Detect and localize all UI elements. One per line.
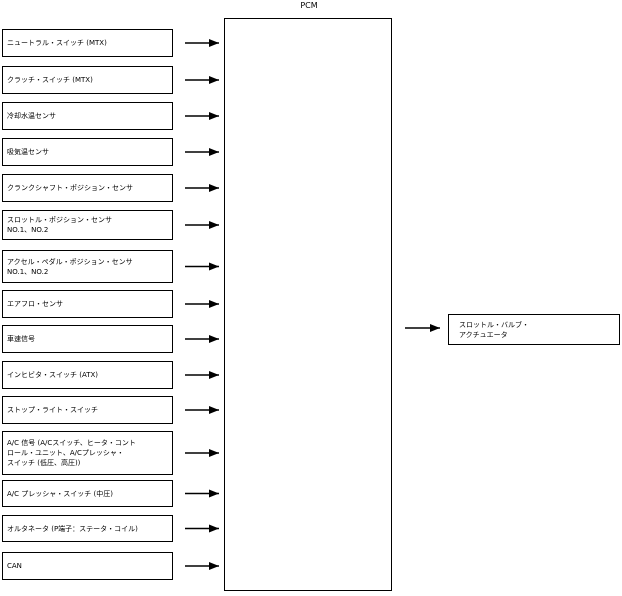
pcm-block xyxy=(224,18,392,591)
input-signal-box: アクセル・ペダル・ポジション・センサ NO.1、NO.2 xyxy=(2,250,173,283)
input-signal-box: ストップ・ライト・スイッチ xyxy=(2,396,173,424)
input-signal-box: オルタネータ (P端子：ステータ・コイル) xyxy=(2,515,173,542)
input-signal-box: A/C プレッシャ・スイッチ (中圧) xyxy=(2,480,173,507)
input-signal-box: ニュートラル・スイッチ (MTX) xyxy=(2,29,173,57)
input-signal-box: 冷却水温センサ xyxy=(2,102,173,130)
input-signal-box: 車速信号 xyxy=(2,325,173,353)
input-signal-box: 吸気温センサ xyxy=(2,138,173,166)
input-signal-box: A/C 信号 (A/Cスイッチ、ヒータ・コント ロール・ユニット、A/Cプレッシ… xyxy=(2,431,173,475)
output-throttle-valve-actuator: スロットル・バルブ・ アクチュエータ xyxy=(448,314,620,345)
input-signal-box: CAN xyxy=(2,552,173,580)
pcm-title: PCM xyxy=(300,1,318,10)
input-signal-box: クラッチ・スイッチ (MTX) xyxy=(2,66,173,94)
input-signal-box: インヒビタ・スイッチ (ATX) xyxy=(2,361,173,389)
input-signal-box: スロットル・ポジション・センサ NO.1、NO.2 xyxy=(2,210,173,240)
input-signal-box: クランクシャフト・ポジション・センサ xyxy=(2,174,173,202)
input-signal-box: エアフロ・センサ xyxy=(2,290,173,318)
